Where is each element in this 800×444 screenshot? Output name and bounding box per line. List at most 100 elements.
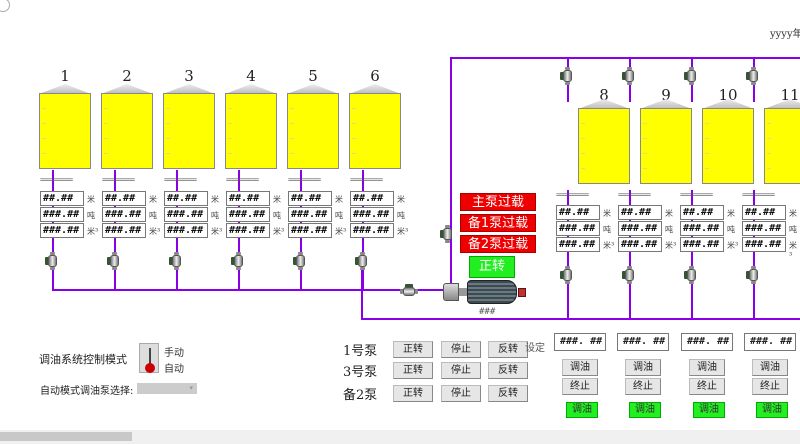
valve-icon[interactable] [560, 266, 574, 284]
tank-level-value: ##.## [102, 191, 146, 206]
unit-level: 米 [211, 195, 219, 204]
tank[interactable] [764, 99, 800, 185]
valve-icon[interactable] [560, 67, 574, 85]
auto-pump-select-label: 自动模式调油泵选择: [40, 386, 134, 397]
tank-weight-value: ###.## [350, 207, 394, 222]
tank-weight-value: ###.## [40, 207, 84, 222]
tank-outlet-pipe [691, 190, 693, 320]
horizontal-scrollbar[interactable] [0, 430, 800, 444]
unit-weight: 吨 [397, 211, 405, 220]
tank-tag: ========== [288, 176, 321, 184]
pump-name: 备2泵 [343, 388, 378, 403]
tank-number: 8 [599, 86, 609, 104]
stop-adjust-button[interactable]: 终止 [625, 378, 661, 395]
pump-stop-button[interactable]: 停止 [441, 362, 481, 379]
pipe-top-right [450, 57, 800, 59]
pump-reverse-button[interactable]: 反转 [488, 341, 528, 358]
adjust-status-indicator: 调油 [756, 402, 788, 418]
tank-number: 5 [308, 67, 318, 85]
unit-level: 米 [727, 209, 735, 218]
setpoint-input[interactable]: ###. ## [744, 333, 796, 351]
valve-icon[interactable] [622, 67, 636, 85]
adjust-oil-button[interactable]: 调油 [625, 359, 661, 376]
tank-level-fill [225, 93, 277, 169]
valve-icon[interactable] [684, 67, 698, 85]
tank[interactable] [101, 84, 153, 170]
unit-level: 米 [273, 195, 281, 204]
valve-icon[interactable] [169, 252, 183, 270]
valve-icon[interactable] [355, 252, 369, 270]
pump-reverse-button[interactable]: 反转 [488, 362, 528, 379]
stop-adjust-button[interactable]: 终止 [752, 378, 788, 395]
tank-number: 1 [60, 67, 70, 85]
tank[interactable] [39, 84, 91, 170]
pump-forward-button[interactable]: 正转 [393, 362, 433, 379]
adjust-oil-button[interactable]: 调油 [752, 359, 788, 376]
unit-level: 米 [603, 209, 611, 218]
valve-icon[interactable] [746, 266, 760, 284]
setpoint-input[interactable]: ###. ## [617, 333, 669, 351]
radio-button[interactable] [0, 0, 10, 12]
tank-outlet-pipe [753, 190, 755, 320]
tank-level-fill [640, 108, 692, 184]
pump-forward-button[interactable]: 正转 [393, 385, 433, 402]
tank-level-value: ##.## [288, 191, 332, 206]
pump-forward-button[interactable]: 正转 [393, 341, 433, 358]
tank[interactable] [578, 99, 630, 185]
adjust-oil-button[interactable]: 调油 [689, 359, 725, 376]
mode-manual-label: 手动 [164, 348, 184, 359]
valve-icon[interactable] [746, 67, 760, 85]
unit-volume: 米³ [335, 227, 347, 236]
tank-number: 3 [184, 67, 194, 85]
stop-adjust-button[interactable]: 终止 [562, 378, 598, 395]
setpoint-input[interactable]: ###. ## [681, 333, 733, 351]
tank-tag: ========== [226, 176, 259, 184]
valve-icon[interactable] [231, 252, 245, 270]
pump-value: ### [479, 307, 496, 317]
valve-icon[interactable] [293, 252, 307, 270]
valve-icon[interactable] [440, 225, 454, 243]
adjust-oil-button[interactable]: 调油 [562, 359, 598, 376]
tank-volume-value: ###.## [164, 223, 208, 238]
unit-level: 米 [335, 195, 343, 204]
valve-icon[interactable] [45, 252, 59, 270]
adjust-status-indicator: 调油 [566, 402, 598, 418]
pump-stop-button[interactable]: 停止 [441, 385, 481, 402]
tank[interactable] [287, 84, 339, 170]
tank-tag: ========== [350, 176, 383, 184]
tank-level-value: ##.## [226, 191, 270, 206]
scrollbar-thumb[interactable] [0, 432, 132, 441]
tank[interactable] [225, 84, 277, 170]
tank-level-fill [39, 93, 91, 169]
tank[interactable] [349, 84, 401, 170]
tank-volume-value: ###.## [680, 237, 724, 252]
alarm-backup2-overload: 备2泵过载 [460, 235, 536, 253]
mode-toggle-switch[interactable] [139, 343, 159, 373]
valve-icon[interactable] [107, 252, 121, 270]
tank-roof [578, 99, 630, 109]
pump-stop-button[interactable]: 停止 [441, 341, 481, 358]
unit-weight: 吨 [603, 225, 611, 234]
tank[interactable] [163, 84, 215, 170]
tank-number: 4 [246, 67, 256, 85]
tank-tag: ========== [680, 191, 713, 199]
stop-adjust-button[interactable]: 终止 [689, 378, 725, 395]
unit-volume: 米³ [397, 227, 409, 236]
tank-weight-value: ###.## [164, 207, 208, 222]
valve-icon[interactable] [684, 266, 698, 284]
unit-weight: 吨 [149, 211, 157, 220]
tank-roof [225, 84, 277, 94]
tank[interactable] [702, 99, 754, 185]
valve-icon[interactable] [622, 266, 636, 284]
unit-weight: 吨 [273, 211, 281, 220]
valve-icon[interactable] [400, 284, 418, 298]
pump-reverse-button[interactable]: 反转 [488, 385, 528, 402]
tank-roof [163, 84, 215, 94]
tank-roof [101, 84, 153, 94]
tank-level-fill [764, 108, 800, 184]
tank-tag: ========== [164, 176, 197, 184]
auto-pump-select[interactable]: ▾ [137, 383, 197, 394]
setpoint-input[interactable]: ###. ## [554, 333, 606, 351]
unit-weight: 吨 [727, 225, 735, 234]
tank[interactable] [640, 99, 692, 185]
